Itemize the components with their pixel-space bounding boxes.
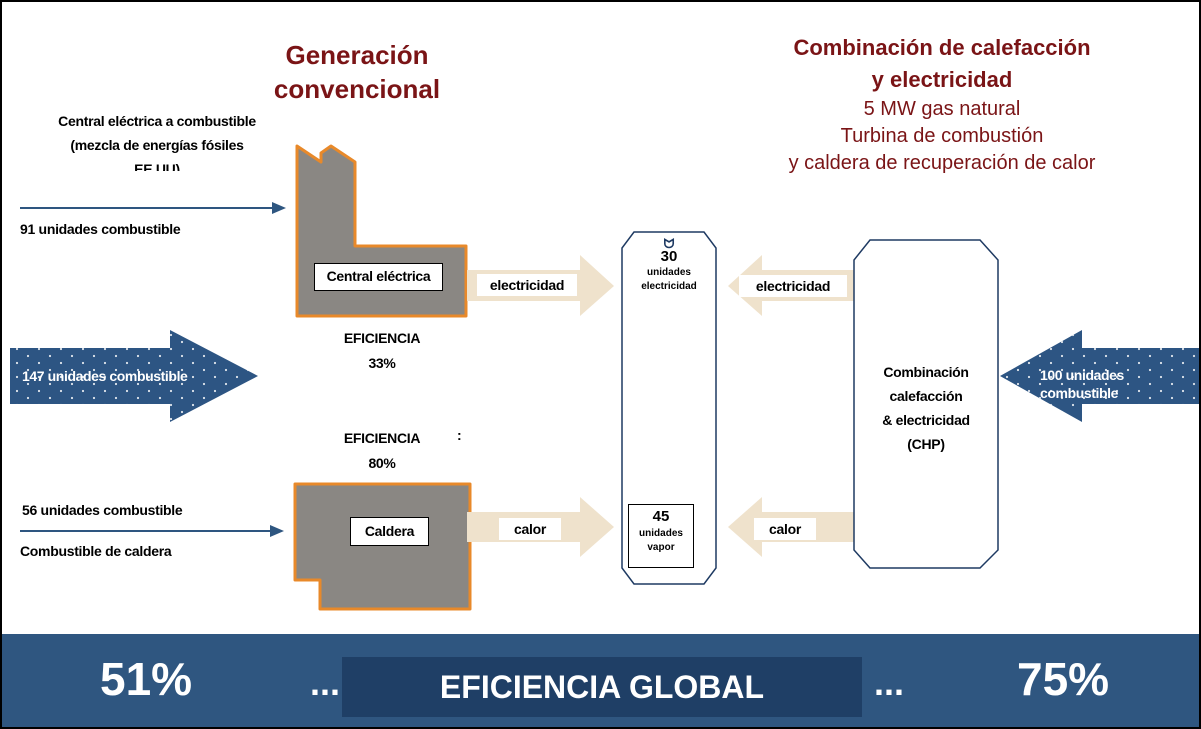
power-plant-source-line1: Central eléctrica a combustible [58,113,256,129]
power-plant-label: Central eléctrica [314,263,443,291]
chp-box-line3: & electricidad [882,412,970,428]
chp-box-line2: calefacción [889,388,963,404]
chp-box-line1: Combinación [883,364,969,380]
power-plant-efficiency-label: EFICIENCIA [343,330,421,346]
conventional-efficiency-pct: 51% [100,653,193,705]
chp-electricity-label: electricidad [739,275,847,297]
electricity-demand: 30 unidades electricidad [628,248,710,294]
conventional-title: Generación convencional [232,38,482,106]
conventional-title-line1: Generación [285,40,429,70]
chp-box [853,239,999,569]
power-plant-efficiency-value: 33% [368,355,396,371]
boiler-efficiency-value: 80% [368,455,396,471]
boiler-output-label: calor [499,518,561,540]
steam-demand-line1: unidades [639,528,683,539]
electricity-demand-line2: electricidad [641,281,697,292]
chp-title-line2: y electricidad [871,67,1013,92]
power-plant-source-line3: EE.UU) [134,161,180,171]
boiler-efficiency-label: EFICIENCIA [343,430,421,446]
chp-efficiency-pct: 75% [1017,653,1110,705]
demand-top-mark: ᗢ [663,236,675,251]
chp-box-line4: (CHP) [907,436,945,452]
boiler-efficiency: EFICIENCIA 80% [322,426,442,476]
boiler-fuel-type: Combustible de caldera [20,543,172,559]
power-plant-source-line2: (mezcla de energías fósiles [70,137,244,153]
chp-sub-line3: y caldera de recuperación de calor [788,152,1096,174]
power-plant-source: Central eléctrica a combustible (mezcla … [22,109,292,171]
total-fuel-label: 147 unidades combustible [22,368,188,384]
steam-demand: 45 unidades vapor [628,504,694,568]
boiler-fuel-units: 56 unidades combustible [22,502,183,518]
chp-title: Combinación de calefacción y electricida… [742,32,1142,177]
electricity-demand-value: 30 [660,248,678,265]
boiler-stray-mark: : [457,427,462,443]
chp-box-text: Combinación calefacción & electricidad (… [858,360,994,456]
steam-demand-line2: vapor [647,542,675,553]
boiler-label: Caldera [350,517,429,546]
chp-fuel-line1: 100 unidades [1040,367,1124,383]
global-efficiency-label: EFICIENCIA GLOBAL [342,657,862,717]
diagram-graphics [10,144,1199,611]
chp-sub-line1: 5 MW gas natural [863,98,1021,120]
chp-fuel-label: 100 unidades combustible [1040,366,1150,402]
power-plant-fuel-arrow [20,202,286,214]
boiler-fuel-arrow [20,525,284,537]
right-dots: ... [874,662,905,703]
conventional-title-line2: convencional [273,74,441,104]
left-dots: ... [310,662,341,703]
chp-title-line1: Combinación de calefacción [793,35,1091,60]
chp-sub-line2: Turbina de combustión [840,125,1044,147]
power-plant-fuel-units: 91 unidades combustible [20,221,181,237]
boiler-shape [293,482,472,611]
power-plant-efficiency: EFICIENCIA 33% [322,326,442,376]
total-fuel-arrow [10,330,258,422]
chp-heat-label: calor [754,518,816,540]
steam-demand-value: 45 [652,508,670,525]
electricity-demand-line1: unidades [647,267,691,278]
chp-fuel-line2: combustible [1040,385,1119,401]
chp-fuel-arrow [1000,330,1199,422]
demand-column [621,231,717,585]
power-plant-output-label: electricidad [477,274,577,296]
